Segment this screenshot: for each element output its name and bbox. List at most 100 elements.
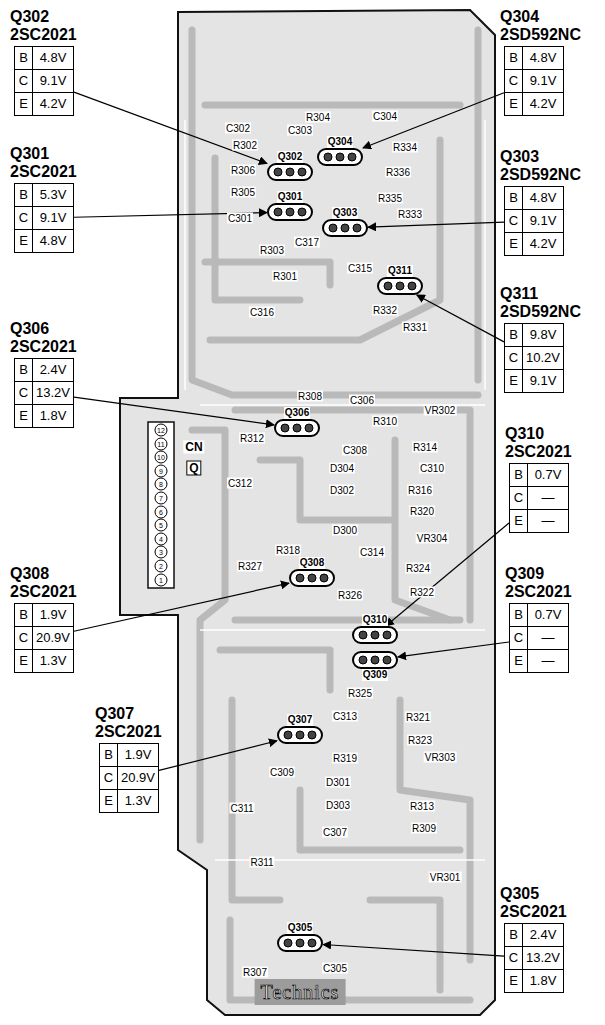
component-label: R333 [397,209,423,220]
component-label: C317 [294,237,320,248]
voltage-grid: B2.4VC13.2VE1.8V [14,358,74,428]
transistor-outline [323,220,367,236]
component-ref: Q303 [332,207,358,219]
component-label: C316 [249,307,275,318]
component-label: D303 [325,800,351,811]
component-label: R319 [332,753,358,764]
component-ref: Q307 [287,714,313,726]
pin-name: B [510,604,528,627]
pin-voltage: 1.3V [118,790,158,812]
leader-line [386,523,509,626]
pin-voltage: 9.1V [523,370,563,392]
transistor-body [322,219,368,237]
trace-gap [200,629,485,631]
pin-name: C [505,210,523,233]
pin-voltage: — [528,650,568,672]
pin-name: B [15,184,33,207]
component-label: R307 [242,967,268,978]
transistor-pad [281,424,289,432]
component-label: R323 [407,735,433,746]
component-label: R313 [409,801,435,812]
transistor-ref: Q301 [10,145,77,163]
voltage-grid: B2.4VC13.2VE1.8V [504,923,564,993]
pin-voltage: 5.3V [33,184,73,207]
pin-name: E [505,93,523,115]
component-label: R302 [232,140,258,151]
transistor-body [289,569,335,587]
pin-voltage: 9.1V [33,207,73,230]
transistor-pad [308,939,316,947]
component-label: R336 [385,167,411,178]
leader-line [74,583,289,631]
transistor-pad [320,574,328,582]
transistor-body [267,163,313,181]
transistor-footprint: Q307 [277,714,323,744]
pin-name: E [100,790,118,812]
transistor-ref: Q311 [500,285,581,303]
pin-voltage: 4.8V [33,47,73,70]
leader-line [363,93,504,148]
component-label: R324 [405,563,431,574]
transistor-pad [308,574,316,582]
component-label: C304 [372,111,398,122]
voltage-grid: B0.7VC—E— [509,463,569,533]
transistor-outline [353,627,397,643]
pin-name: C [505,347,523,370]
voltage-table: Q3092SC2021B0.7VC—E— [505,565,572,673]
transistor-pad [274,208,282,216]
transistor-pad [298,168,306,176]
transistor-outline [378,278,422,294]
transistor-pad [384,282,392,290]
pin-name: B [15,47,33,70]
pin-name: B [505,924,523,947]
board-outline [120,10,495,1015]
transistor-type: 2SD592NC [500,26,581,44]
pin-voltage: 13.2V [33,382,73,405]
pin-number: 5 [155,519,168,532]
component-ref: Q301 [277,191,303,203]
pin-name: C [505,70,523,93]
transistor-outline [353,652,397,668]
brand-mark: Technics [255,979,346,1005]
component-label: R311 [249,857,274,868]
pin-number: 10 [155,451,168,464]
transistor-pad [336,153,344,161]
transistor-pad [296,939,304,947]
pin-voltage: 10.2V [523,347,563,370]
transistor-pad [348,153,356,161]
transistor-pad [359,631,367,639]
voltage-grid: B1.9VC20.9VE1.3V [99,743,159,813]
pin-voltage: 2.4V [33,359,73,382]
trace [260,460,390,520]
transistor-type: 2SC2021 [10,583,77,601]
component-label: C310 [419,463,445,474]
component-label: R310 [372,416,398,427]
pin-name: C [510,627,528,650]
trace [205,102,460,109]
component-label: C309 [269,767,295,778]
transistor-type: 2SD592NC [500,166,581,184]
voltage-table: Q3022SC2021B4.8VC9.1VE4.2V [10,8,77,116]
component-label: C312 [227,478,253,489]
transistor-ref: Q309 [505,565,572,583]
component-ref: Q306 [284,407,310,419]
pin-voltage: 13.2V [523,947,563,970]
transistor-pad [274,168,282,176]
trace [235,617,460,624]
component-label: R312 [239,433,265,444]
component-label: C315 [347,263,373,274]
component-label: R316 [407,485,433,496]
pin-name: E [510,510,528,532]
transistor-pad [353,224,361,232]
transistor-ref: Q304 [500,8,581,26]
pin-number: 11 [155,437,168,450]
component-label: R321 [405,712,431,723]
voltage-grid: B5.3VC9.1VE4.8V [14,183,74,253]
voltage-table: Q3052SC2021B2.4VC13.2VE1.8V [500,885,567,993]
transistor-footprint: Q304 [317,136,363,166]
component-label: C311 [229,803,254,814]
component-label: C313 [332,711,358,722]
component-ref: Q304 [327,136,353,148]
trace [370,900,440,990]
